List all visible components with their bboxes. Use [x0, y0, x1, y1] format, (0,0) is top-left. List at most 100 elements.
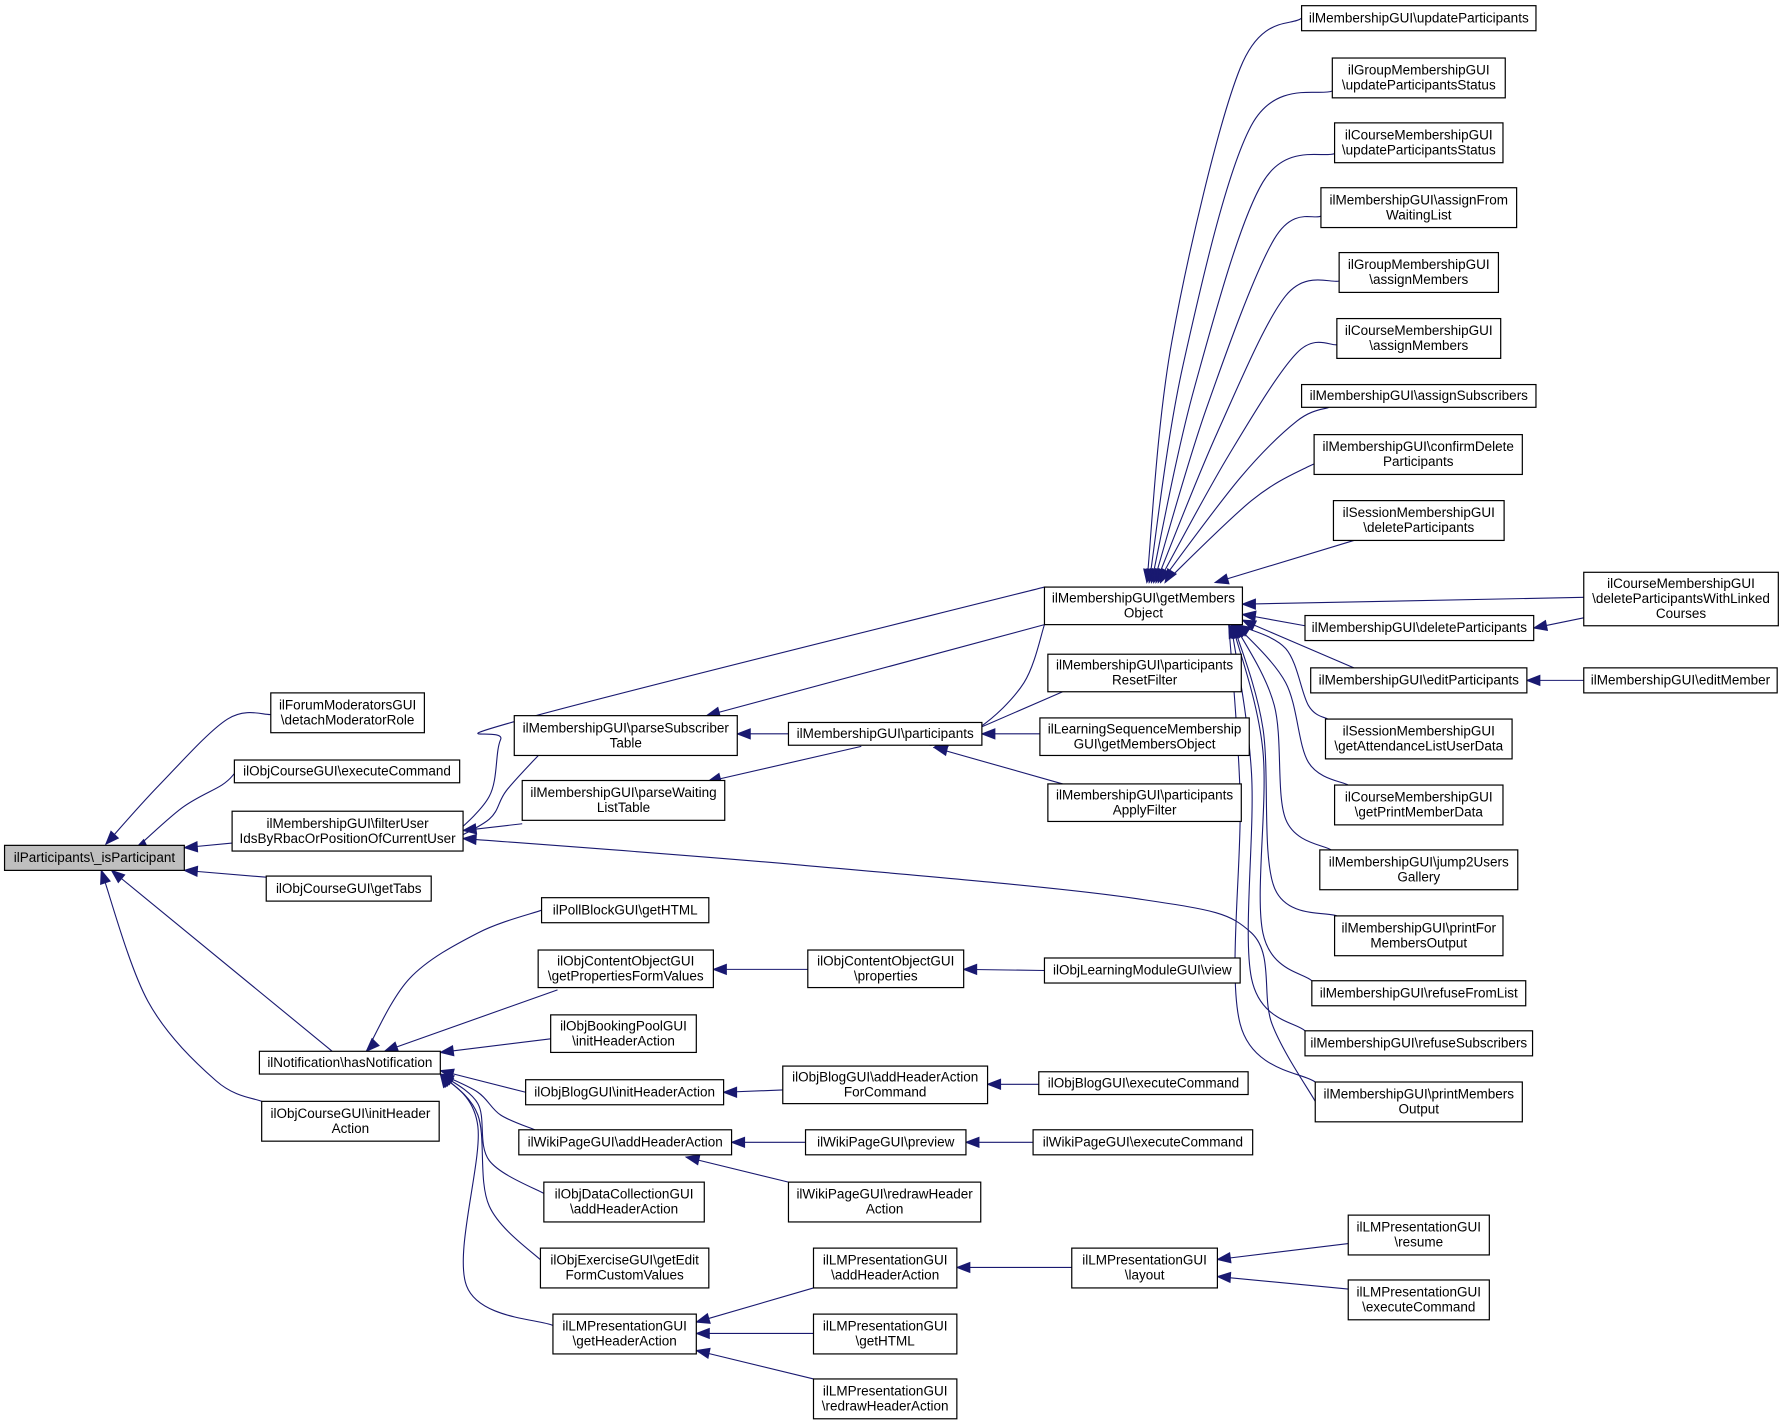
node-notif-has[interactable]: ilNotification\hasNotification: [258, 1050, 441, 1075]
node-assign-sub[interactable]: ilMembershipGUI\assignSubscribers: [1300, 383, 1537, 408]
node-label: ilWikiPageGUI\preview: [817, 1135, 955, 1150]
edge-arrowhead: [980, 728, 996, 740]
node-wiki-addhdr[interactable]: ilWikiPageGUI\addHeaderAction: [518, 1129, 733, 1156]
node-wiki-preview[interactable]: ilWikiPageGUI\preview: [804, 1129, 967, 1156]
node-course-exec[interactable]: ilObjCourseGUI\executeCommand: [233, 759, 461, 784]
node-confirm-del[interactable]: ilMembershipGUI\confirmDeleteParticipant…: [1313, 434, 1523, 476]
edge-arrowhead: [964, 1136, 980, 1149]
node-lm-view[interactable]: ilObjLearningModuleGUI\view: [1043, 957, 1241, 984]
call-edge: [1217, 1276, 1349, 1290]
node-label: ilCourseMembershipGUI: [1345, 323, 1493, 338]
edge-arrowhead: [694, 1312, 711, 1324]
call-edge: [1155, 279, 1340, 583]
node-wiki-redraw[interactable]: ilWikiPageGUI\redrawHeaderAction: [787, 1181, 982, 1223]
node-refuse-list[interactable]: ilMembershipGUI\refuseFromList: [1311, 980, 1527, 1007]
node-sess-del[interactable]: ilSessionMembershipGUI\deleteParticipant…: [1332, 500, 1505, 542]
node-label: ilMembershipGUI\printFor: [1342, 921, 1497, 936]
call-edge: [706, 624, 1045, 717]
node-label: ilMembershipGUI\assignSubscribers: [1310, 388, 1529, 403]
call-edge: [696, 1349, 814, 1380]
node-edit-part[interactable]: ilMembershipGUI\editParticipants: [1310, 667, 1528, 694]
node-poll-html[interactable]: ilPollBlockGUI\getHTML: [540, 897, 710, 924]
node-grp-upd-status[interactable]: ilGroupMembershipGUI\updateParticipantsS…: [1331, 57, 1506, 99]
node-label: ilMembershipGUI\updateParticipants: [1309, 10, 1529, 25]
call-edge: [685, 1156, 789, 1183]
node-box: [270, 692, 425, 734]
node-grp-assign[interactable]: ilGroupMembershipGUI\assignMembers: [1338, 251, 1500, 294]
edge-arrowhead: [182, 841, 199, 853]
node-wiki-exec[interactable]: ilWikiPageGUI\executeCommand: [1032, 1129, 1254, 1156]
node-filter-user[interactable]: ilMembershipGUI\filterUserIdsByRbacOrPos…: [231, 810, 464, 852]
node-box: [518, 1129, 733, 1156]
call-edge: [384, 989, 558, 1052]
node-upd-part[interactable]: ilMembershipGUI\updateParticipants: [1300, 5, 1537, 32]
node-cont-props[interactable]: ilObjContentObjectGUI\properties: [807, 949, 965, 989]
node-cont-getprops[interactable]: ilObjContentObjectGUI\getPropertiesFormV…: [537, 949, 714, 989]
node-crs-print[interactable]: ilCourseMembershipGUI\getPrintMemberData: [1333, 784, 1504, 826]
call-edge: [445, 586, 1045, 843]
node-lmp-redraw[interactable]: ilLMPresentationGUI\redrawHeaderAction: [812, 1378, 958, 1420]
node-crs-assign[interactable]: ilCourseMembershipGUI\assignMembers: [1336, 317, 1502, 359]
node-box: [1047, 783, 1242, 823]
node-del-part[interactable]: ilMembershipGUI\deleteParticipants: [1304, 614, 1535, 642]
node-label: ilObjContentObjectGUI: [817, 953, 954, 968]
root-node[interactable]: ilParticipants\_isParticipant: [3, 844, 185, 871]
node-label: ilObjDataCollectionGUI: [555, 1187, 694, 1202]
node-label: ilObjBlogGUI\initHeaderAction: [534, 1084, 715, 1099]
node-label: ilObjCourseGUI\getTabs: [276, 881, 422, 896]
node-label: ilLMPresentationGUI: [823, 1384, 948, 1399]
node-edit-member[interactable]: ilMembershipGUI\editMember: [1583, 667, 1778, 694]
edge-arrowhead: [694, 1327, 710, 1340]
node-crs-del-linked[interactable]: ilCourseMembershipGUI\deleteParticipants…: [1583, 571, 1779, 627]
node-lseq-getmem[interactable]: ilLearningSequenceMembershipGUI\getMembe…: [1039, 717, 1250, 757]
node-box: [804, 1129, 967, 1156]
node-course-inithdr[interactable]: ilObjCourseGUI\initHeaderAction: [261, 1100, 440, 1142]
node-lmp-gethdr[interactable]: ilLMPresentationGUI\getHeaderAction: [552, 1313, 697, 1355]
call-edge: [933, 746, 1063, 785]
node-box: [1319, 849, 1519, 891]
node-box: [552, 1313, 697, 1355]
node-box: [261, 1100, 440, 1142]
edge-arrowhead: [986, 1078, 1002, 1091]
node-get-members[interactable]: ilMembershipGUI\getMembersObject: [1043, 586, 1244, 626]
call-edge: [1150, 153, 1335, 583]
call-edge: [1160, 406, 1330, 583]
node-label: \getHeaderAction: [572, 1334, 676, 1349]
node-label: ilLMPresentationGUI: [823, 1319, 948, 1334]
node-lmp-layout[interactable]: ilLMPresentationGUI\layout: [1071, 1247, 1218, 1289]
node-booking-init[interactable]: ilObjBookingPoolGUI\initHeaderAction: [550, 1014, 697, 1054]
node-refuse-sub[interactable]: ilMembershipGUI\refuseSubscribers: [1304, 1030, 1534, 1057]
node-blog-init[interactable]: ilObjBlogGUI\initHeaderAction: [525, 1079, 725, 1106]
call-edge: [1157, 341, 1337, 583]
node-forum-detach[interactable]: ilForumModeratorsGUI\detachModeratorRole: [270, 692, 425, 734]
call-edge: [1228, 624, 1316, 1083]
call-edge: [184, 869, 267, 878]
node-course-gettabs[interactable]: ilObjCourseGUI\getTabs: [265, 875, 432, 902]
edge-arrowhead: [955, 1261, 971, 1274]
node-label: Courses: [1656, 606, 1707, 621]
node-sess-attend[interactable]: ilSessionMembershipGUI\getAttendanceList…: [1324, 718, 1513, 760]
node-lmp-exec[interactable]: ilLMPresentationGUI\executeCommand: [1347, 1279, 1490, 1321]
node-blog-exec[interactable]: ilObjBlogGUI\executeCommand: [1038, 1071, 1249, 1096]
node-crs-upd-status[interactable]: ilCourseMembershipGUI\updateParticipants…: [1333, 122, 1504, 164]
node-dcl-addhdr[interactable]: ilObjDataCollectionGUI\addHeaderAction: [543, 1181, 705, 1223]
node-lmp-resume[interactable]: ilLMPresentationGUI\resume: [1347, 1214, 1490, 1256]
node-lmp-addhdr[interactable]: ilLMPresentationGUI\addHeaderAction: [812, 1247, 958, 1289]
node-box: [1032, 1129, 1254, 1156]
call-edge: [707, 745, 862, 783]
node-label: ilMembershipGUI\assignFrom: [1330, 192, 1509, 207]
node-box: [1583, 571, 1779, 627]
node-label: ilLMPresentationGUI: [1356, 1285, 1481, 1300]
node-lmp-gethtml[interactable]: ilLMPresentationGUI\getHTML: [812, 1313, 958, 1355]
node-participants[interactable]: ilMembershipGUI\participants: [787, 721, 983, 746]
